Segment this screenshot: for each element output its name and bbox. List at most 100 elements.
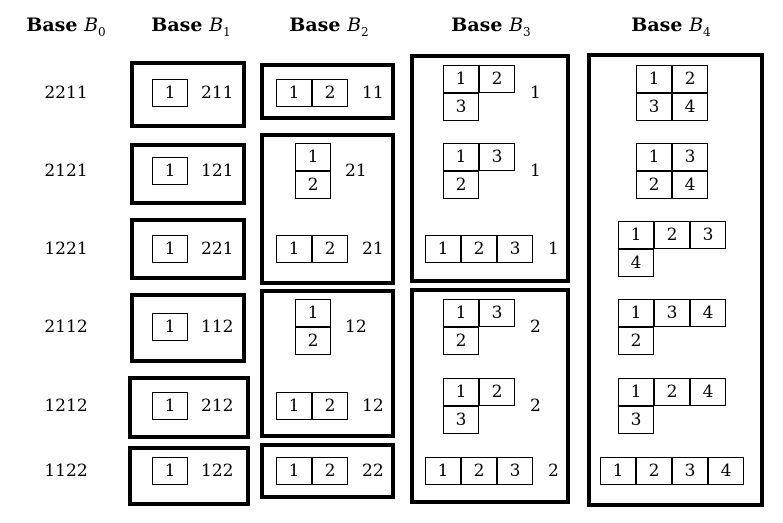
tableau-cell: 3 [479, 299, 515, 327]
group-box [128, 446, 250, 506]
remaining-word: 21 [345, 161, 367, 181]
word-label: 2211 [44, 83, 88, 103]
tableau-cell: 3 [443, 406, 479, 434]
header-prefix: Base [26, 14, 85, 36]
tableau-cell: 3 [690, 221, 726, 249]
column-header: Base B4 [631, 14, 710, 39]
header-subscript: 3 [523, 24, 531, 39]
group-box [260, 443, 395, 499]
remaining-word: 2 [548, 461, 559, 481]
tableau-cell: 3 [497, 235, 533, 263]
remaining-word: 1 [530, 161, 541, 181]
tableau-cell: 2 [312, 392, 348, 420]
group-box [587, 53, 764, 507]
group-box [130, 61, 246, 128]
header-prefix: Base [151, 14, 210, 36]
tableau-cell: 1 [152, 457, 188, 485]
group-box [130, 218, 246, 280]
group-box [410, 288, 570, 504]
group-box [260, 289, 395, 438]
tableau-cell: 2 [672, 65, 708, 93]
tableau-cell: 1 [152, 313, 188, 341]
group-box [130, 143, 246, 205]
tableau-cell: 1 [276, 457, 312, 485]
tableau-cell: 1 [443, 143, 479, 171]
word-label: 2112 [44, 317, 88, 337]
remaining-word: 22 [362, 461, 384, 481]
remaining-word: 12 [345, 317, 367, 337]
group-box [260, 63, 395, 120]
tableau-cell: 2 [461, 457, 497, 485]
tableau-cell: 2 [618, 327, 654, 355]
tableau-cell: 2 [654, 378, 690, 406]
remaining-word: 12 [362, 396, 384, 416]
group-box [128, 376, 250, 439]
tableau-cell: 2 [479, 378, 515, 406]
remaining-word: 21 [362, 239, 384, 259]
tableau-cell: 1 [152, 157, 188, 185]
tableau-cell: 2 [443, 327, 479, 355]
tableau-cell: 2 [636, 457, 672, 485]
tableau-cell: 3 [636, 93, 672, 121]
tableau-cell: 3 [479, 143, 515, 171]
tableau-cell: 1 [425, 235, 461, 263]
header-prefix: Base [451, 14, 510, 36]
tableau-cell: 2 [295, 327, 331, 355]
header-prefix: Base [289, 14, 348, 36]
word-label: 1212 [44, 396, 88, 416]
tableau-cell: 4 [672, 93, 708, 121]
tableau-cell: 2 [295, 171, 331, 199]
remaining-word: 122 [201, 461, 234, 481]
tableau-cell: 1 [276, 79, 312, 107]
tableau-cell: 1 [295, 299, 331, 327]
tableau-cell: 3 [618, 406, 654, 434]
tableau-cell: 4 [708, 457, 744, 485]
tableau-cell: 1 [152, 392, 188, 420]
header-prefix: Base [631, 14, 690, 36]
remaining-word: 221 [201, 239, 234, 259]
tableau-cell: 1 [618, 378, 654, 406]
group-box [410, 54, 570, 283]
remaining-word: 2 [530, 396, 541, 416]
remaining-word: 11 [362, 83, 384, 103]
tableau-cell: 2 [479, 65, 515, 93]
group-box [260, 133, 395, 285]
tableau-cell: 1 [443, 299, 479, 327]
tableau-cell: 3 [672, 457, 708, 485]
tableau-cell: 2 [461, 235, 497, 263]
tableau-cell: 1 [600, 457, 636, 485]
header-subscript: 0 [98, 24, 106, 39]
tableau-cell: 4 [690, 299, 726, 327]
group-box [130, 293, 246, 363]
word-label: 1122 [44, 461, 88, 481]
header-subscript: 2 [361, 24, 369, 39]
tableau-cell: 2 [654, 221, 690, 249]
tableau-cell: 2 [443, 171, 479, 199]
tableau-cell: 2 [312, 235, 348, 263]
tableau-cell: 1 [618, 221, 654, 249]
tableau-cell: 4 [690, 378, 726, 406]
remaining-word: 2 [530, 317, 541, 337]
tableau-cell: 2 [312, 457, 348, 485]
tableau-cell: 3 [672, 143, 708, 171]
header-letter: B [84, 14, 99, 36]
header-letter: B [689, 14, 704, 36]
tableau-cell: 1 [295, 143, 331, 171]
tableau-cell: 3 [443, 93, 479, 121]
remaining-word: 112 [201, 317, 234, 337]
remaining-word: 211 [201, 83, 234, 103]
column-header: Base B3 [451, 14, 530, 39]
tableau-cell: 1 [425, 457, 461, 485]
tableau-cell: 2 [312, 79, 348, 107]
column-header: Base B0 [26, 14, 105, 39]
tableau-cell: 3 [654, 299, 690, 327]
column-header: Base B2 [289, 14, 368, 39]
tableau-cell: 3 [497, 457, 533, 485]
remaining-word: 1 [530, 83, 541, 103]
header-subscript: 1 [223, 24, 231, 39]
tableau-cell: 1 [618, 299, 654, 327]
header-letter: B [509, 14, 524, 36]
remaining-word: 1 [548, 239, 559, 259]
header-letter: B [209, 14, 224, 36]
word-label: 1221 [44, 239, 88, 259]
